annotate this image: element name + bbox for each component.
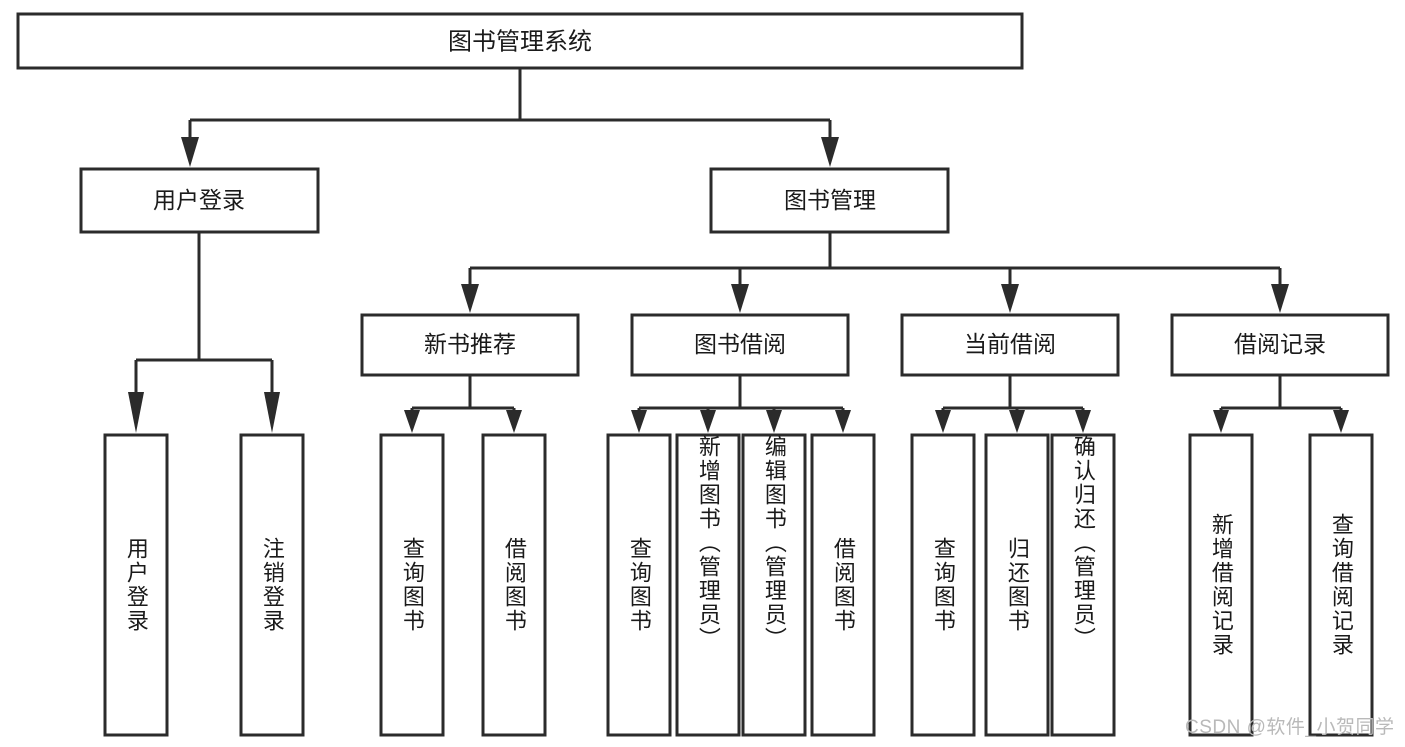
- node-new-book-recommend-box[interactable]: [360, 313, 580, 377]
- node-root-label: 图书管理系统: [448, 28, 592, 55]
- connector-root-to-level2: [181, 68, 839, 167]
- node-root-box[interactable]: [16, 12, 1024, 70]
- arrow-head-icon: [1333, 410, 1349, 433]
- leaf-box-user-login[interactable]: [103, 433, 169, 737]
- leaf-box-add-borrow-record[interactable]: [1188, 433, 1254, 737]
- node-new-book-recommend-label: 新书推荐: [424, 331, 516, 357]
- leaf-box-edit-book-admin[interactable]: [741, 433, 807, 737]
- leaf-box-borrow-book-rec[interactable]: [481, 433, 547, 737]
- leaf-box-confirm-return-admin[interactable]: [1050, 433, 1116, 737]
- leaf-box-query-book-current[interactable]: [910, 433, 976, 737]
- node-new-book-recommend[interactable]: 新书推荐: [360, 313, 580, 377]
- node-borrow-records-box[interactable]: [1170, 313, 1390, 377]
- leaf-box-query-book-borrow[interactable]: [606, 433, 672, 737]
- leaf-box-add-book-admin[interactable]: [675, 433, 741, 737]
- node-book-management-box[interactable]: [709, 167, 950, 234]
- arrow-head-icon: [1271, 284, 1289, 313]
- csdn-watermark: CSDN @软件_小贺同学: [1185, 717, 1395, 738]
- arrow-head-icon: [1009, 410, 1025, 433]
- connector-borrow-to-leaves: [631, 375, 851, 433]
- arrow-head-icon: [461, 284, 479, 313]
- arrow-head-icon: [128, 392, 144, 433]
- node-current-borrow-label: 当前借阅: [964, 331, 1056, 357]
- arrow-head-icon: [181, 137, 199, 167]
- node-book-management-label: 图书管理: [784, 187, 876, 213]
- node-current-borrow[interactable]: 当前借阅: [900, 313, 1120, 377]
- leaf-box-borrow-book[interactable]: [810, 433, 876, 737]
- arrow-head-icon: [404, 410, 420, 433]
- leaf-box-logout[interactable]: [239, 433, 305, 737]
- arrow-head-icon: [700, 410, 716, 433]
- node-borrow-records[interactable]: 借阅记录: [1170, 313, 1390, 377]
- node-root[interactable]: 图书管理系统: [16, 12, 1024, 70]
- arrow-head-icon: [935, 410, 951, 433]
- node-book-borrow-box[interactable]: [630, 313, 850, 377]
- arrow-head-icon: [1075, 410, 1091, 433]
- leaf-box-query-book-rec[interactable]: [379, 433, 445, 737]
- node-borrow-records-label: 借阅记录: [1234, 331, 1326, 357]
- node-user-login-box[interactable]: [79, 167, 320, 234]
- node-current-borrow-box[interactable]: [900, 313, 1120, 377]
- arrow-head-icon: [1001, 284, 1019, 313]
- arrow-head-icon: [766, 410, 782, 433]
- node-book-borrow-label: 图书借阅: [694, 331, 786, 357]
- connector-newbooks-to-leaves: [404, 375, 522, 433]
- connector-login-to-leaves: [128, 232, 280, 433]
- connector-level2-to-level3: [461, 232, 1289, 313]
- node-book-borrow[interactable]: 图书借阅: [630, 313, 850, 377]
- connector-records-to-leaves: [1213, 375, 1349, 433]
- arrow-head-icon: [631, 410, 647, 433]
- arrow-head-icon: [264, 392, 280, 433]
- node-user-login[interactable]: 用户登录: [79, 167, 320, 234]
- arrow-head-icon: [821, 137, 839, 167]
- arrow-head-icon: [835, 410, 851, 433]
- leaf-box-return-book[interactable]: [984, 433, 1050, 737]
- connector-current-to-leaves: [935, 375, 1091, 433]
- arrow-head-icon: [731, 284, 749, 313]
- node-book-management[interactable]: 图书管理: [709, 167, 950, 234]
- node-user-login-label: 用户登录: [153, 187, 245, 213]
- arrow-head-icon: [506, 410, 522, 433]
- arrow-head-icon: [1213, 410, 1229, 433]
- leaf-box-query-borrow-record[interactable]: [1308, 433, 1374, 737]
